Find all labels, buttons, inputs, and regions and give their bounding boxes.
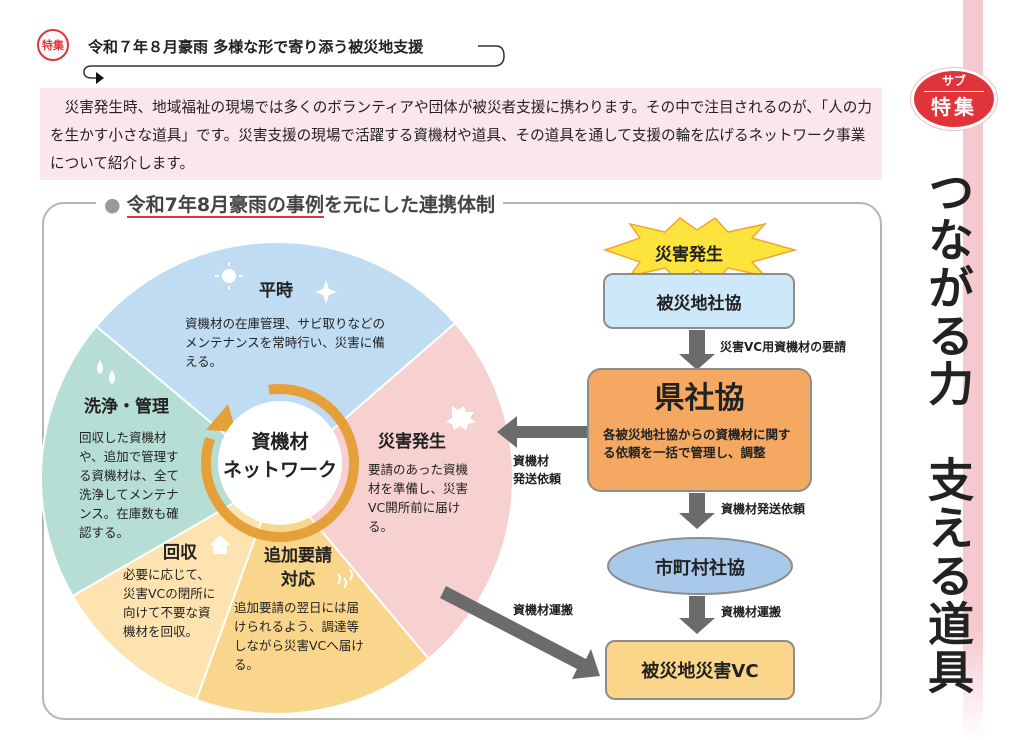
sun-icon: [215, 262, 243, 290]
cycle-arrowhead-icon: [206, 404, 236, 432]
sparkle-icon: [315, 280, 337, 304]
cycle-center: [218, 401, 342, 525]
pie-segment-cleaning: [40, 324, 279, 598]
arrow-left: [497, 416, 587, 448]
intro-text: 災害発生時、地域福祉の現場では多くのボランティアや団体が被災者支援に携わります。…: [40, 88, 882, 180]
arrow-down-1: [679, 330, 715, 370]
segment-title-normal: 平時: [259, 281, 293, 301]
arrow-label-transport: 資機材運搬: [721, 605, 782, 619]
header-connector: [83, 45, 505, 84]
left-label-line1: 資機材: [513, 454, 550, 468]
municipal-council-label: 市町村社協: [655, 558, 745, 579]
cycle-ring: [201, 384, 359, 542]
arrow-label-request: 災害VC用資機材の要請: [720, 340, 847, 354]
section-heading-underlined: 令和7年8月豪雨の事例: [126, 194, 325, 218]
section-heading-rest: を元にした連携体制: [324, 194, 496, 216]
pie-segment-collection: [71, 475, 279, 702]
feature-label: 特集: [931, 95, 977, 119]
side-strip: [963, 0, 983, 740]
arrow-label-ship-request-left: 資機材発送依頼: [513, 452, 561, 488]
municipal-ellipse: [607, 537, 793, 595]
segment-text-disaster: 要請のあった資機材を準備し、災害VC開所前に届ける。: [368, 462, 469, 534]
pie-segment-normal: [94, 241, 457, 480]
segment-text-collection: 必要に応じて、災害VCの閉所に向けて不要な資機材を回収。: [123, 567, 216, 639]
heat-wave-icon: [337, 569, 353, 589]
pie-segment-disaster: [275, 321, 514, 661]
segment-title-collection: 回収: [163, 543, 197, 563]
sub-feature-badge: サブ 特集: [911, 68, 997, 130]
arrow-label-transport-diagonal: 資機材運搬: [513, 603, 574, 617]
segment-text-normal: 資機材の在庫管理、サビ取りなどのメンテナンスを常時行い、災害に備える。: [185, 316, 386, 369]
feature-title: 令和７年８月豪雨 多様な形で寄り添う被災地支援: [88, 38, 424, 56]
prefectural-council-desc: 各被災地社協からの資機材に関する依頼を一括で管理し、調整: [603, 427, 791, 460]
prefectural-council-box: 県社協 各被災地社協からの資機材に関する依頼を一括で管理し、調整: [587, 368, 812, 492]
arrow-diagonal: [440, 586, 600, 679]
section-heading: ●令和7年8月豪雨の事例を元にした連携体制: [96, 190, 504, 218]
feature-tag: 特集: [37, 29, 69, 61]
arrow-down-3: [679, 596, 715, 634]
arrow-label-ship-request: 資機材発送依頼: [721, 502, 806, 516]
segment-text-cleaning: 回収した資機材や、追加で管理する資機材は、全て洗浄してメンテナンス。在庫数も確認…: [79, 430, 180, 540]
cycle-center-label: 資機材ネットワーク: [218, 428, 342, 484]
affected-council-box: 被災地社協: [603, 273, 795, 329]
house-icon: [210, 535, 230, 554]
left-label-line2: 発送依頼: [513, 472, 562, 486]
segment-title-cleaning: 洗浄・管理: [84, 397, 169, 417]
pie-segment-additional: [195, 476, 431, 715]
diagram-graphics: [40, 217, 798, 715]
cycle-center-line1: 資機材: [251, 431, 309, 453]
sub-label: サブ: [924, 71, 984, 92]
segment-title-additional: 追加要請対応: [264, 546, 332, 590]
burst-icon: [446, 406, 476, 430]
segment-text-additional: 追加要請の翌日には届けられるよう、調達等しながら災害VCへ届ける。: [234, 600, 364, 672]
water-drops-icon: [97, 360, 115, 384]
cycle-center-line2: ネットワーク: [222, 459, 337, 481]
prefectural-council-title: 県社協: [654, 381, 745, 416]
disaster-burst-shape: [602, 217, 798, 283]
disaster-vc-box: 被災地災害VC: [605, 640, 795, 700]
disaster-burst-label: 災害発生: [655, 245, 723, 265]
side-title: つながる力 支える道具: [921, 168, 975, 696]
segment-title-disaster: 災害発生: [378, 432, 446, 452]
arrow-down-2: [679, 493, 715, 529]
flow-arrows: [440, 330, 715, 679]
